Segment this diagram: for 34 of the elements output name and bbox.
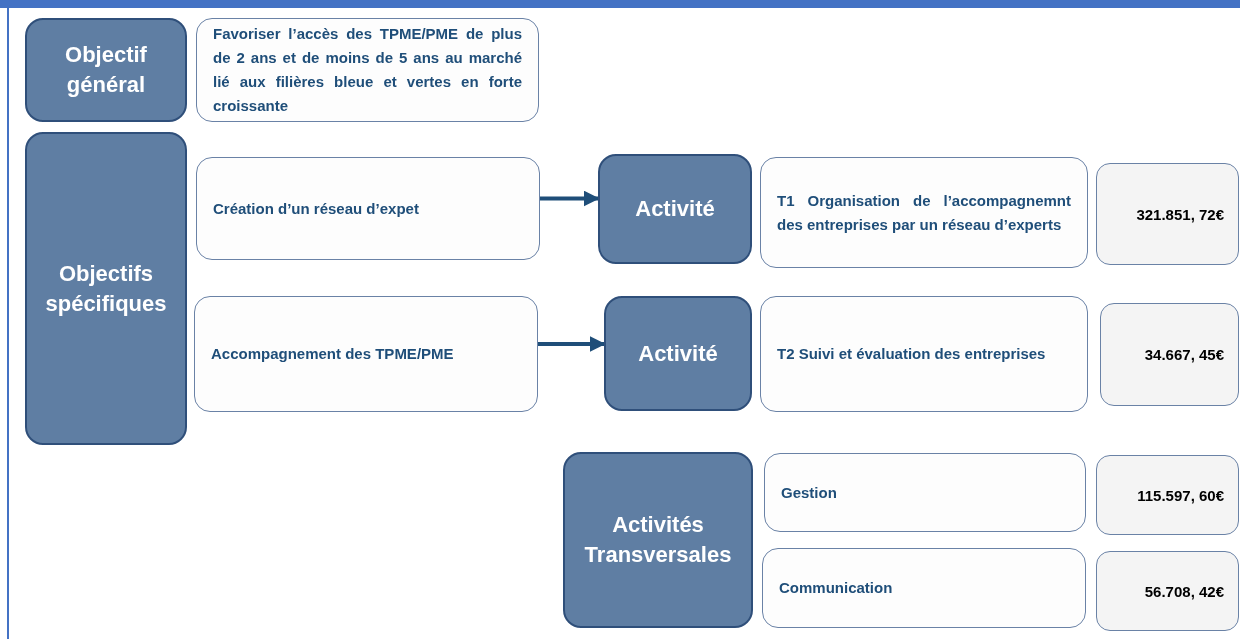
amount-box (1096, 455, 1239, 535)
text-box (196, 18, 539, 122)
node-text: Gestion (781, 482, 838, 503)
text-box (764, 453, 1086, 532)
node-text: 56.708, 42€ (1144, 582, 1224, 600)
amount-box (1096, 163, 1239, 265)
heading-box (598, 154, 752, 264)
node-text: Création d’un réseau d’expet (213, 198, 420, 219)
node-text: Activités Transversales (583, 511, 733, 569)
node-text: 321.851, 72€ (1136, 205, 1224, 223)
node-text: T2 Suivi et évaluation des entreprises (777, 344, 1047, 364)
heading-box (563, 452, 753, 628)
node-text: Communication (779, 578, 894, 598)
node-text: 115.597, 60€ (1137, 486, 1224, 504)
arrow (540, 190, 600, 207)
node-text: Activité (638, 339, 718, 368)
heading-box (25, 132, 187, 445)
text-box (194, 296, 538, 412)
arrow (538, 336, 606, 352)
text-box (760, 157, 1088, 268)
node-text: Objectifs spécifiques (44, 259, 168, 318)
node-text: Favoriser l’accès des TPME/PME de plus de 2 ans et de moins de 5 ans au marché lié aux filières bleue et vertes en forte croissante (213, 24, 522, 116)
node-text: T1 Organisation de l’accompagnemnt des entreprises par un réseau d’experts (777, 190, 1071, 235)
text-box (762, 548, 1086, 628)
amount-box (1100, 303, 1239, 406)
heading-box (604, 296, 752, 411)
node-text: Accompagnement des TPME/PME (211, 344, 455, 364)
text-box (760, 296, 1088, 412)
text-box (196, 157, 540, 260)
heading-box (25, 18, 187, 122)
node-text: Objectif général (64, 41, 148, 99)
node-text: Activité (635, 195, 715, 224)
node-text: 34.667, 45€ (1144, 346, 1224, 363)
amount-box (1096, 551, 1239, 631)
